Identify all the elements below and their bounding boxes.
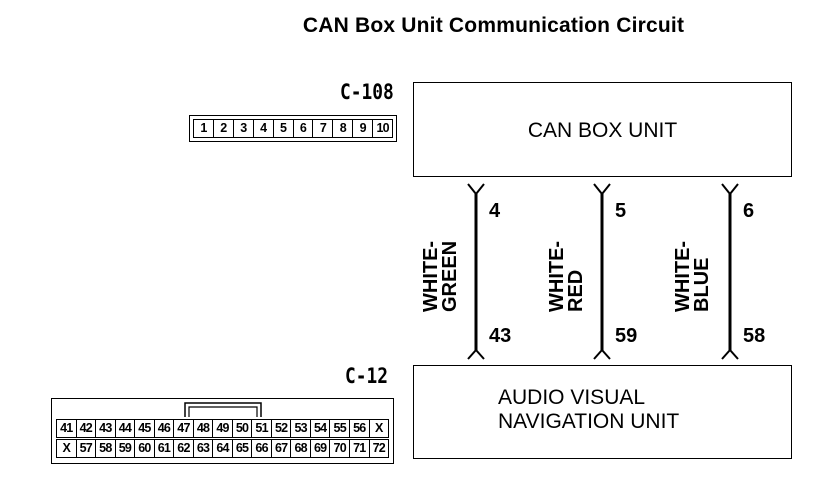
connector-pin: 1	[194, 120, 214, 137]
wire-3-color-line2: BLUE	[691, 257, 713, 312]
connector-pin: 49	[213, 420, 233, 437]
connector-pin: 52	[272, 420, 292, 437]
wire-1-bottom-fork	[467, 348, 485, 360]
connector-pin: 41	[57, 420, 77, 437]
navigation-unit-label: AUDIO VISUAL NAVIGATION UNIT	[498, 386, 679, 434]
connector-pin: 56	[350, 420, 370, 437]
connector-pin: 57	[77, 440, 97, 457]
wire-3-top-fork	[721, 183, 739, 196]
connector-pin: 68	[291, 440, 311, 457]
connector-pin: 69	[311, 440, 331, 457]
connector-pin: X	[57, 440, 77, 457]
connector-pin: 54	[311, 420, 331, 437]
wire-2-color-line2: RED	[565, 269, 587, 312]
connector-pin: 50	[233, 420, 253, 437]
connector-id-c108: C-108	[340, 80, 394, 104]
connector-pin: 70	[330, 440, 350, 457]
connector-pin: 71	[350, 440, 370, 457]
connector-pin: 67	[272, 440, 292, 457]
connector-pin: 44	[116, 420, 136, 437]
connector-pin: 48	[194, 420, 214, 437]
wire-2-top-pin: 5	[615, 200, 627, 222]
connector-pin: 5	[274, 120, 294, 137]
connector-pin: 6	[294, 120, 314, 137]
connector-pin: 58	[96, 440, 116, 457]
connector-pin: 8	[333, 120, 354, 137]
connector-pin: 61	[155, 440, 175, 457]
connector-pin: 42	[77, 420, 97, 437]
wire-3-bottom-fork	[721, 348, 739, 360]
navigation-unit-label-line1: AUDIO VISUAL	[498, 386, 646, 409]
wire-1-color-label: WHITE- GREEN	[420, 240, 461, 312]
connector-pin: 7	[313, 120, 334, 137]
wire-1-top-fork	[467, 183, 485, 196]
connector-pin: 46	[155, 420, 175, 437]
c12-lock-bracket-outer	[184, 402, 262, 417]
connector-pin: 72	[372, 441, 386, 455]
connector-pin: 64	[213, 440, 233, 457]
connector-pin: 66	[252, 440, 272, 457]
connector-pin: 3	[234, 120, 254, 137]
connector-pin: 55	[330, 420, 350, 437]
connector-pin: 59	[116, 440, 136, 457]
wire-1-color-line2: GREEN	[439, 240, 461, 312]
connector-pin: 65	[233, 440, 253, 457]
wire-3-color-label: WHITE- BLUE	[672, 241, 713, 312]
connector-pin: 2	[214, 120, 234, 137]
wire-1	[467, 183, 485, 360]
connector-pin: 9	[353, 120, 374, 137]
c12-lock-bracket-inner	[188, 406, 258, 417]
connector-pin: 43	[96, 420, 116, 437]
wire-3-top-pin: 6	[743, 200, 755, 222]
diagram-title: CAN Box Unit Communication Circuit	[302, 14, 685, 37]
can-box-unit-box: CAN BOX UNIT	[413, 82, 792, 177]
connector-pin: 62	[174, 440, 194, 457]
wire-3	[721, 183, 739, 360]
connector-pin: 51	[252, 420, 272, 437]
wire-2-bottom-fork	[593, 348, 611, 360]
connector-pin: 63	[194, 440, 214, 457]
wire-1-top-pin: 4	[489, 200, 501, 222]
navigation-unit-label-line2: NAVIGATION UNIT	[498, 410, 680, 433]
wire-2-color-label: WHITE- RED	[546, 241, 587, 312]
wire-2-bottom-pin: 59	[615, 325, 638, 347]
connector-pin: 10	[376, 121, 389, 135]
wire-3-bottom-pin: 58	[743, 325, 766, 347]
wire-2-top-fork	[593, 183, 611, 196]
connector-pin: 45	[135, 420, 155, 437]
connector-pin: 4	[254, 120, 274, 137]
connector-pin: 53	[291, 420, 311, 437]
connector-pin: X	[374, 421, 383, 435]
wire-2	[593, 183, 611, 360]
wire-1-bottom-pin: 43	[489, 325, 512, 347]
can-box-unit-label: CAN BOX UNIT	[527, 119, 678, 142]
connector-pin: 60	[135, 440, 155, 457]
connector-id-c12: C-12	[345, 364, 388, 388]
connector-pin: 47	[174, 420, 194, 437]
navigation-unit-box: AUDIO VISUAL NAVIGATION UNIT	[413, 365, 792, 459]
